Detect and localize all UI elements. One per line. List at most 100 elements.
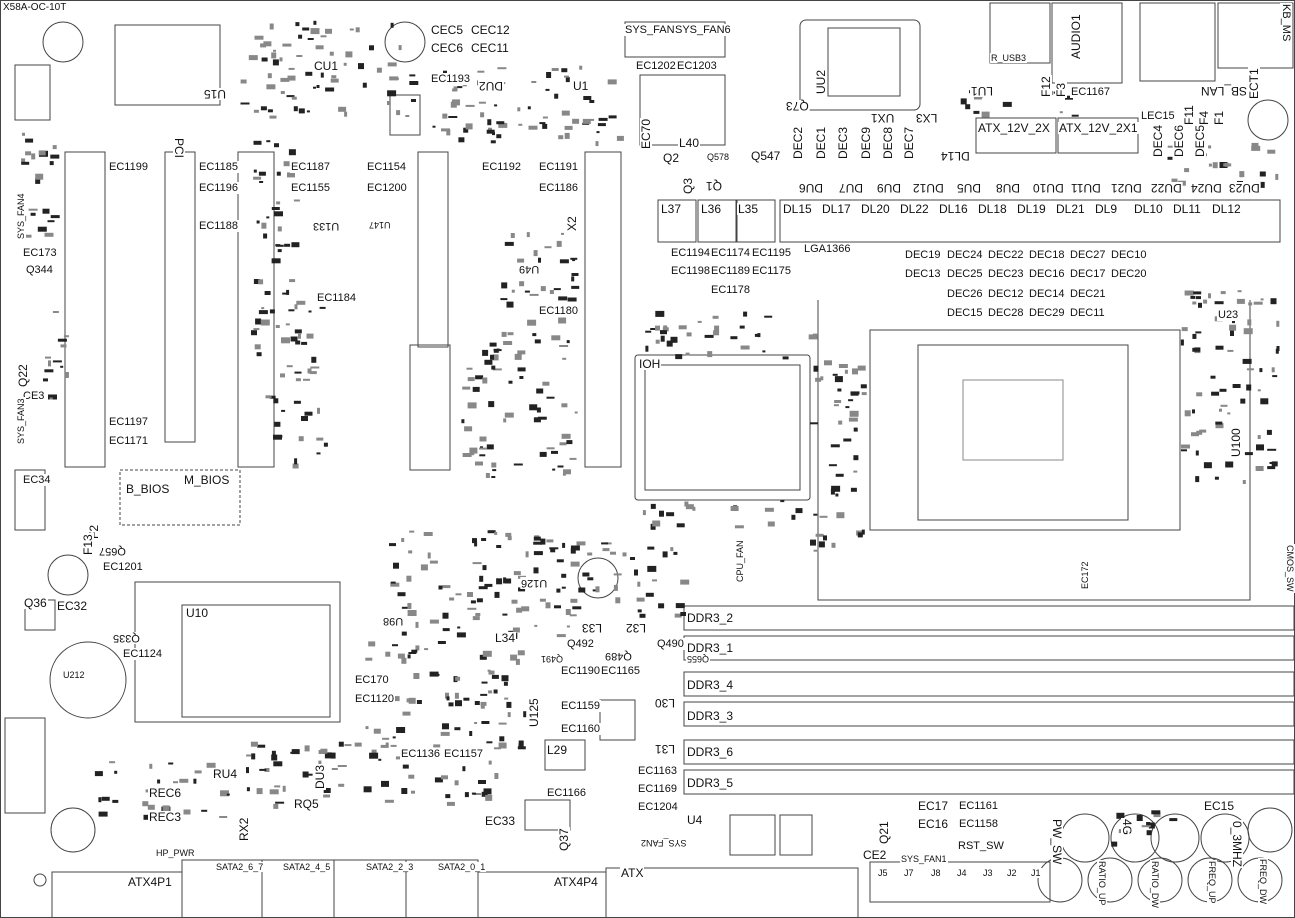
- smd-pad: [686, 504, 690, 508]
- smd-pad: [194, 770, 202, 774]
- label-rec6: REC6: [148, 786, 183, 800]
- smd-pad: [401, 657, 407, 664]
- smd-pad: [280, 91, 285, 94]
- smd-pad: [673, 551, 678, 555]
- label-q655: Q655: [686, 654, 711, 664]
- smd-pad: [844, 369, 848, 374]
- smd-pad: [526, 232, 530, 238]
- smd-pad: [276, 201, 281, 205]
- smd-pad: [264, 768, 270, 772]
- smd-pad: [559, 259, 569, 264]
- smd-pad: [517, 650, 525, 656]
- smd-pad: [655, 325, 660, 331]
- smd-pad: [582, 118, 591, 124]
- label-f13: F13: [81, 533, 95, 556]
- label-ec1196: EC1196: [198, 182, 239, 194]
- smd-pad: [389, 543, 396, 547]
- label-dl15: DL15: [782, 202, 813, 216]
- smd-pad: [304, 745, 310, 752]
- smd-pad: [480, 112, 485, 118]
- label-cec5: CEC5: [430, 23, 465, 37]
- smd-pad: [454, 727, 461, 731]
- smd-pad: [561, 403, 568, 408]
- smd-pad: [220, 790, 229, 797]
- smd-pad: [408, 774, 415, 779]
- smd-pad: [1272, 375, 1278, 378]
- smd-pad: [313, 20, 317, 25]
- smd-pad: [50, 154, 60, 159]
- smd-pad: [344, 111, 348, 117]
- label-dec13: DEC13: [904, 268, 942, 280]
- smd-pad: [1193, 291, 1202, 295]
- smd-pad: [462, 453, 472, 457]
- smd-pad: [44, 369, 54, 373]
- smd-pad: [1239, 174, 1243, 178]
- smd-pad: [838, 420, 843, 425]
- smd-pad: [491, 476, 496, 478]
- smd-pad: [524, 290, 530, 293]
- smd-pad: [306, 333, 314, 339]
- smd-pad: [1267, 149, 1276, 154]
- smd-pad: [442, 628, 450, 632]
- smd-pad: [467, 402, 477, 409]
- smd-pad: [497, 67, 507, 70]
- smd-pad: [371, 749, 377, 756]
- label-ddr3-5: DDR3_5: [686, 776, 735, 790]
- smd-pad: [757, 333, 761, 338]
- smd-pad: [282, 292, 288, 295]
- smd-pad: [457, 86, 463, 89]
- smd-pad: [284, 243, 291, 247]
- label-ec1188: EC1188: [198, 220, 239, 232]
- smd-pad: [536, 407, 541, 413]
- smd-pad: [384, 799, 394, 803]
- smd-pad: [455, 593, 462, 596]
- smd-pad: [707, 351, 713, 358]
- smd-pad: [493, 348, 499, 353]
- chip-uu2: [827, 27, 901, 97]
- smd-pad: [1002, 101, 1012, 107]
- smd-pad: [295, 22, 300, 27]
- smd-pad: [652, 520, 661, 527]
- label-dec23: DEC23: [987, 268, 1025, 280]
- smd-pad: [291, 96, 297, 100]
- label-dec14: DEC14: [1028, 288, 1066, 300]
- smd-pad: [515, 658, 520, 665]
- smd-pad: [567, 297, 577, 302]
- label-ec1187: EC1187: [290, 161, 331, 173]
- board-title: X58A-OC-10T: [3, 2, 67, 13]
- smd-pad: [697, 320, 702, 323]
- smd-pad: [813, 365, 819, 372]
- smd-pad: [293, 400, 301, 404]
- smd-pad: [397, 592, 406, 597]
- smd-pad: [518, 123, 523, 126]
- smd-pad: [373, 728, 381, 734]
- smd-pad: [517, 746, 526, 750]
- smd-pad: [1196, 296, 1201, 300]
- smd-pad: [545, 88, 550, 91]
- smd-pad: [832, 373, 838, 376]
- smd-pad: [246, 754, 252, 757]
- smd-pad: [597, 123, 606, 127]
- smd-pad: [834, 400, 842, 403]
- smd-pad: [850, 487, 857, 492]
- smd-pad: [269, 115, 277, 119]
- smd-pad: [472, 562, 482, 565]
- label-atx4p1: ATX4P1: [127, 875, 173, 889]
- smd-pad: [305, 71, 313, 76]
- smd-pad: [448, 116, 458, 118]
- smd-pad: [743, 311, 748, 317]
- smd-pad: [302, 27, 310, 31]
- smd-pad: [504, 697, 509, 700]
- smd-pad: [1259, 368, 1263, 373]
- label-dec18: DEC18: [1028, 249, 1066, 261]
- smd-pad: [739, 325, 745, 329]
- smd-pad: [258, 279, 264, 285]
- smd-pad: [517, 350, 526, 355]
- smd-pad: [330, 752, 336, 759]
- label-j4: J4: [956, 868, 968, 878]
- smd-pad: [636, 597, 645, 602]
- smd-pad: [469, 447, 478, 454]
- label-freq-dw: FREQ_DW: [1258, 858, 1268, 905]
- label-q36: Q36: [23, 596, 48, 610]
- label-ec17: EC17: [917, 799, 950, 813]
